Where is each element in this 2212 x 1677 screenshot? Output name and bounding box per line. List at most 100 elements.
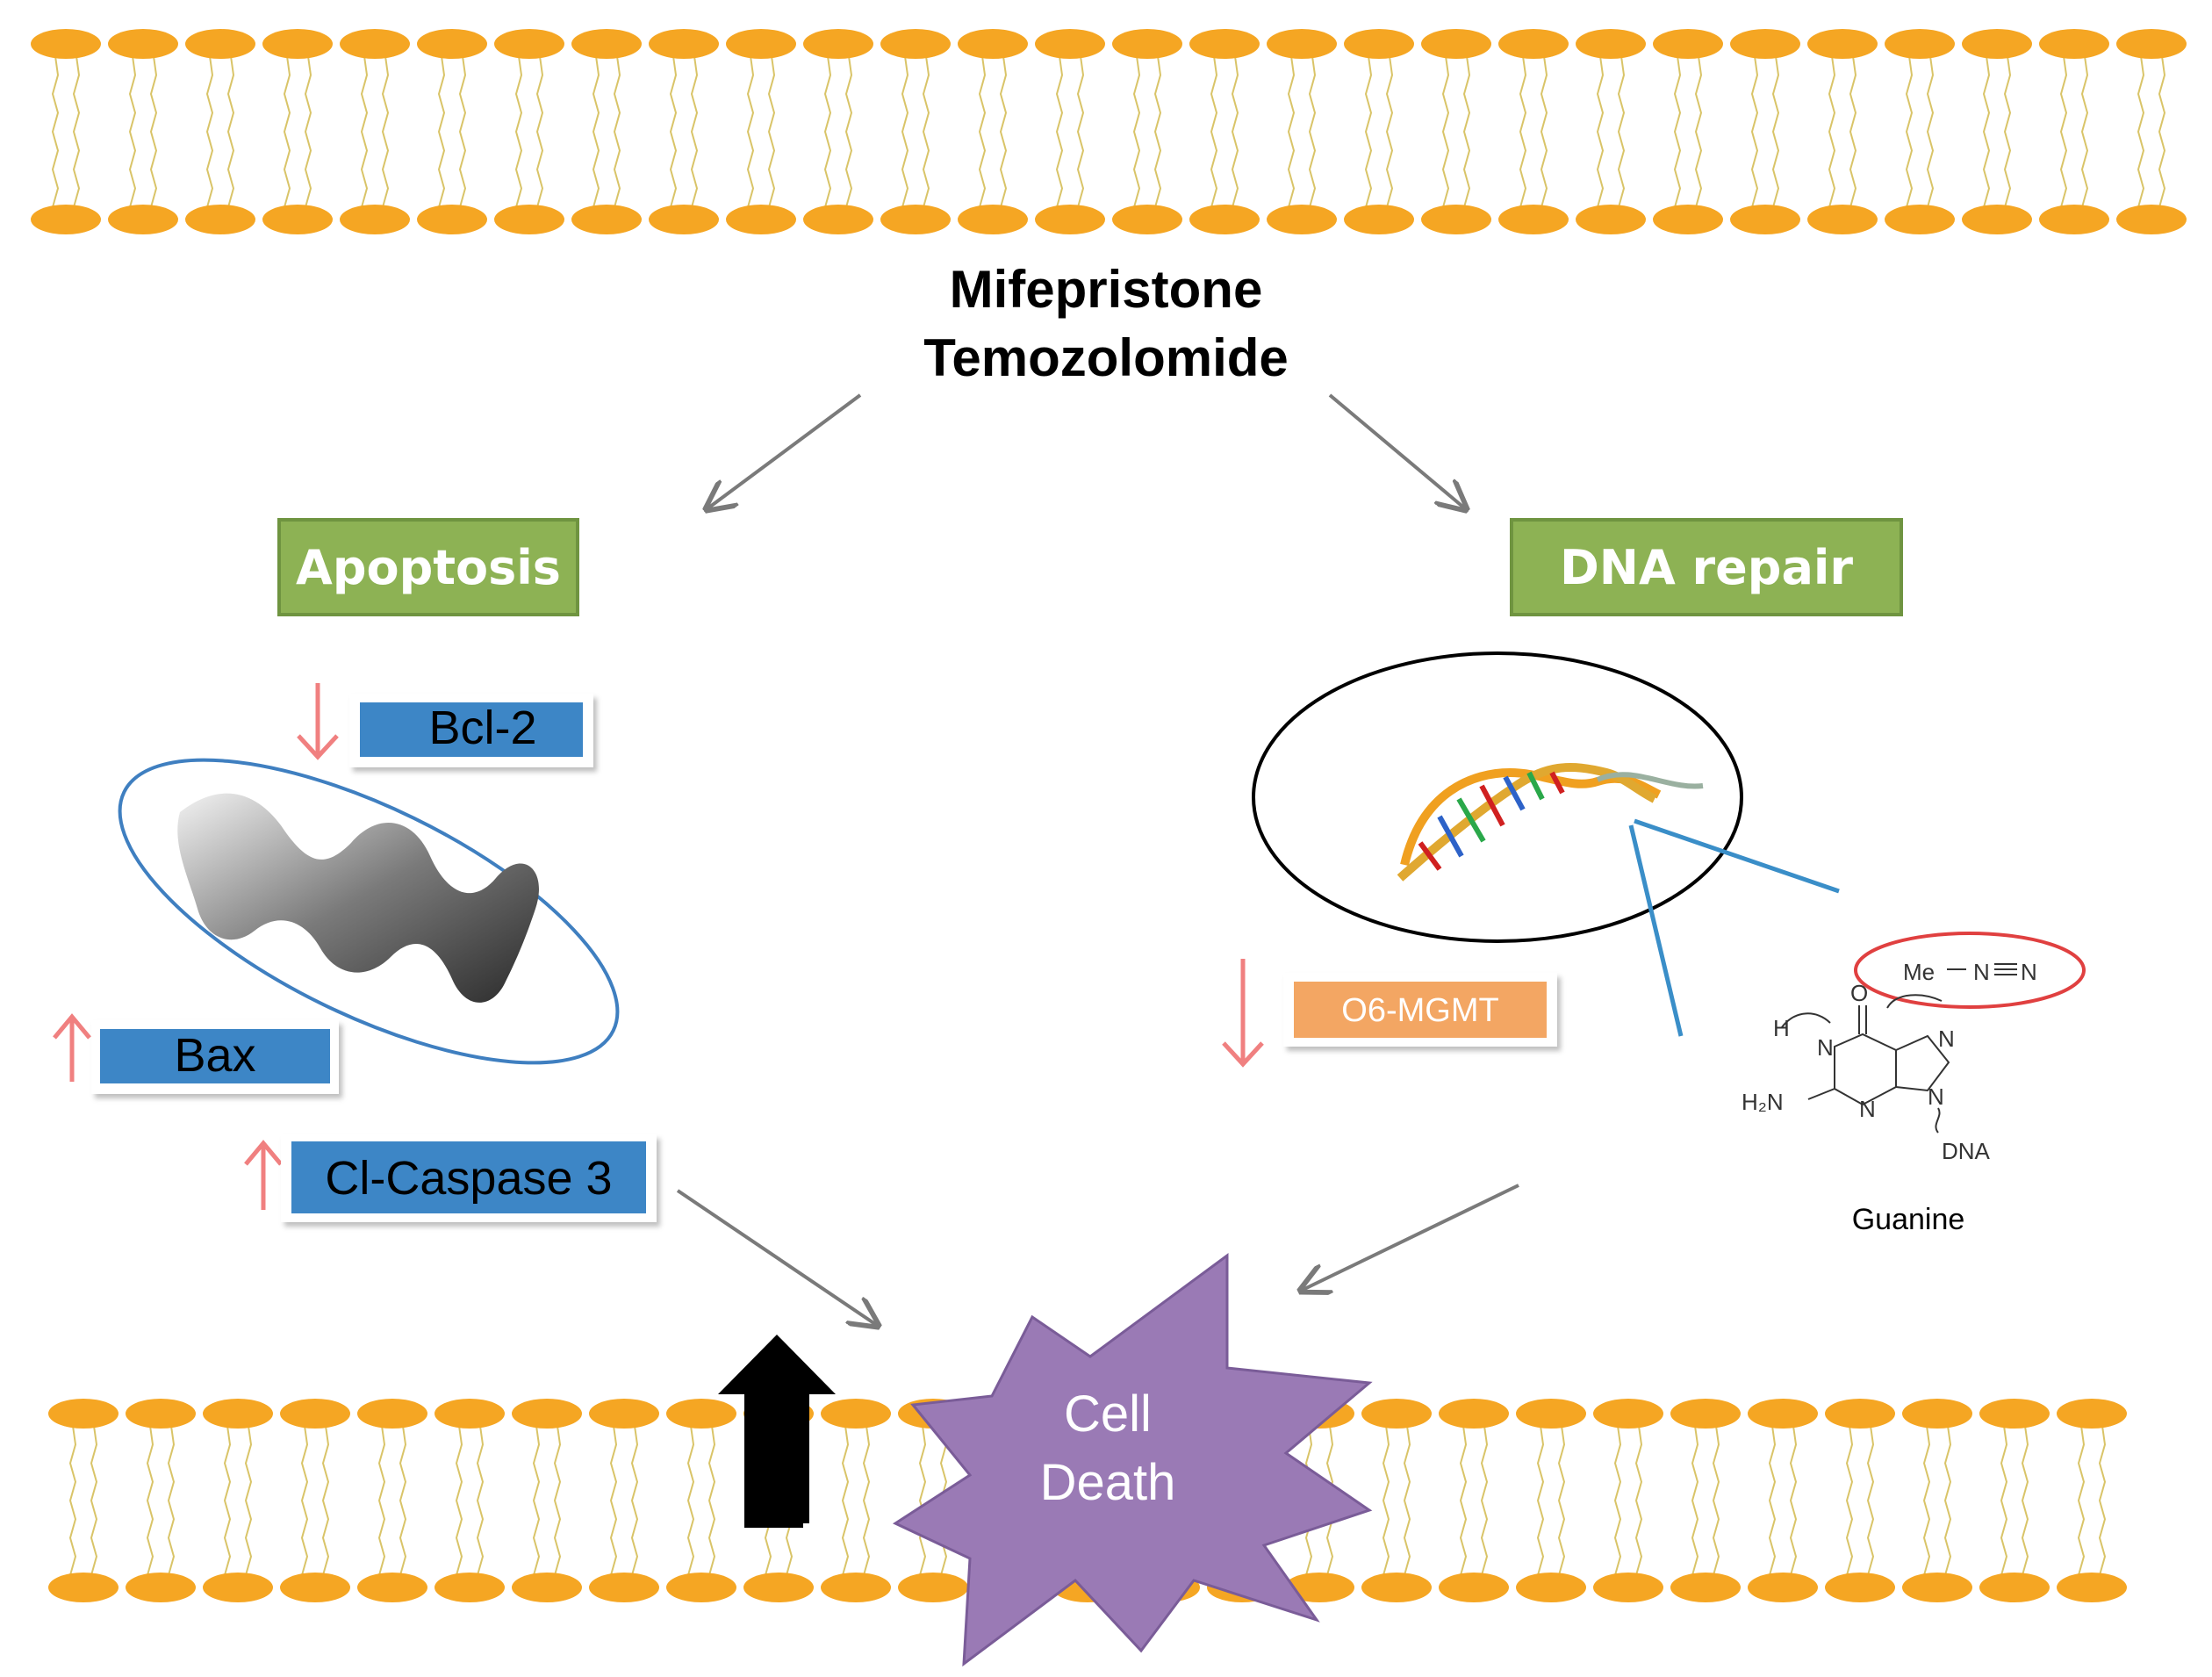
lipid-head <box>357 1399 427 1429</box>
lipid-tail <box>613 55 621 208</box>
lipid-head <box>357 1573 427 1602</box>
lipid-head <box>1439 1573 1509 1602</box>
lipid-tail <box>304 55 312 208</box>
lipid-tail <box>1866 1425 1875 1576</box>
lipid-tail <box>128 55 137 208</box>
lipid-head <box>48 1573 118 1602</box>
lipid-tail <box>823 55 832 208</box>
lipid-head <box>1189 205 1260 234</box>
lipid-tail <box>1540 55 1548 208</box>
lipid-tail <box>458 55 467 208</box>
lipid-tail <box>2158 55 2166 208</box>
lipid-head <box>666 1399 736 1429</box>
lipid-tail <box>146 1425 154 1576</box>
dna-helix-icon <box>1252 651 1743 943</box>
lipid-tail <box>532 1425 541 1576</box>
arrow-to-dna-repair <box>1328 393 1466 509</box>
lipid-head <box>2116 205 2187 234</box>
up-arrow-icon <box>53 1013 91 1082</box>
lipid-tail <box>68 1425 77 1576</box>
lipid-tail <box>1382 1425 1390 1576</box>
lipid-tail <box>686 1425 695 1576</box>
diazonium-n2: N <box>2021 959 2037 985</box>
lipid-tail <box>841 1425 850 1576</box>
cell-membrane-top <box>31 29 2187 234</box>
ring-n9: N <box>1928 1083 1944 1110</box>
lipid-head <box>2057 1399 2127 1429</box>
lipid-tail <box>922 55 930 208</box>
lipid-head <box>2039 29 2109 59</box>
lipid-tail <box>2098 1425 2107 1576</box>
lipid-tail <box>669 55 678 208</box>
oxygen-label: O <box>1850 980 1868 1006</box>
lipid-tail <box>1287 55 1296 208</box>
lipid-head <box>1361 1573 1432 1602</box>
lipid-tail <box>1926 55 1935 208</box>
guanine-label: Guanine <box>1852 1203 1965 1236</box>
lipid-head <box>512 1399 582 1429</box>
lipid-head <box>958 205 1028 234</box>
lipid-tail <box>630 1425 639 1576</box>
lipid-tail <box>1922 1425 1931 1576</box>
lipid-head <box>1593 1399 1663 1429</box>
diazonium-n1: N <box>1973 959 1990 985</box>
lipid-head <box>1670 1573 1741 1602</box>
lipid-tail <box>1519 55 1527 208</box>
ring-n7: N <box>1938 1026 1955 1052</box>
lipid-head <box>1284 1573 1354 1602</box>
lipid-head <box>1112 205 1182 234</box>
lipid-head <box>1807 205 1878 234</box>
lipid-head <box>589 1573 659 1602</box>
lipid-head <box>1825 1573 1895 1602</box>
lipid-head <box>1730 29 1800 59</box>
lipid-head <box>803 29 873 59</box>
lipid-head <box>494 29 564 59</box>
lipid-head <box>2057 1573 2127 1602</box>
bcl2-label: Bcl-2 <box>428 702 536 754</box>
lipid-head <box>1421 29 1491 59</box>
lipid-tail <box>609 1425 618 1576</box>
lipid-tail <box>1385 55 1394 208</box>
lipid-head <box>1498 205 1569 234</box>
lipid-head <box>1979 1573 2050 1602</box>
lipid-head <box>821 1399 891 1429</box>
lipid-tail <box>223 1425 232 1576</box>
hydrogen-label: H <box>1773 1015 1790 1041</box>
lipid-head <box>280 1399 350 1429</box>
lipid-head <box>880 29 951 59</box>
lipid-tail <box>535 55 544 208</box>
lipid-tail <box>1153 55 1162 208</box>
lipid-tail <box>2003 55 2012 208</box>
lipid-head <box>1035 29 1105 59</box>
lipid-tail <box>1849 55 1857 208</box>
lipid-head <box>1516 1399 1586 1429</box>
o6-mgmt-box: O6-MGMT <box>1283 973 1557 1047</box>
lipid-head <box>494 205 564 234</box>
lipid-head <box>2116 29 2187 59</box>
lipid-head <box>126 1573 196 1602</box>
lipid-head <box>1670 1399 1741 1429</box>
lipid-head <box>417 29 487 59</box>
lipid-head <box>1902 1399 1972 1429</box>
methyl-diazonium-highlight <box>1854 932 2086 1009</box>
o6-mgmt-label: O6-MGMT <box>1341 992 1498 1029</box>
lipid-tail <box>437 55 446 208</box>
lipid-tail <box>746 55 755 208</box>
lipid-head <box>1112 29 1182 59</box>
caspase-label: Cl-Caspase 3 <box>325 1152 612 1205</box>
lipid-tail <box>2137 55 2145 208</box>
lipid-head <box>1885 205 1955 234</box>
lipid-head <box>1593 1573 1663 1602</box>
lipid-tail <box>1132 55 1141 208</box>
dna-attachment-label: DNA <box>1942 1138 1991 1164</box>
ring-n3: N <box>1859 1096 1876 1122</box>
lipid-head <box>726 29 796 59</box>
lipid-tail <box>1691 1425 1699 1576</box>
lipid-head <box>203 1573 273 1602</box>
lipid-tail <box>1634 1425 1643 1576</box>
lipid-head <box>31 29 101 59</box>
lipid-head <box>666 1573 736 1602</box>
lipid-head <box>262 29 333 59</box>
